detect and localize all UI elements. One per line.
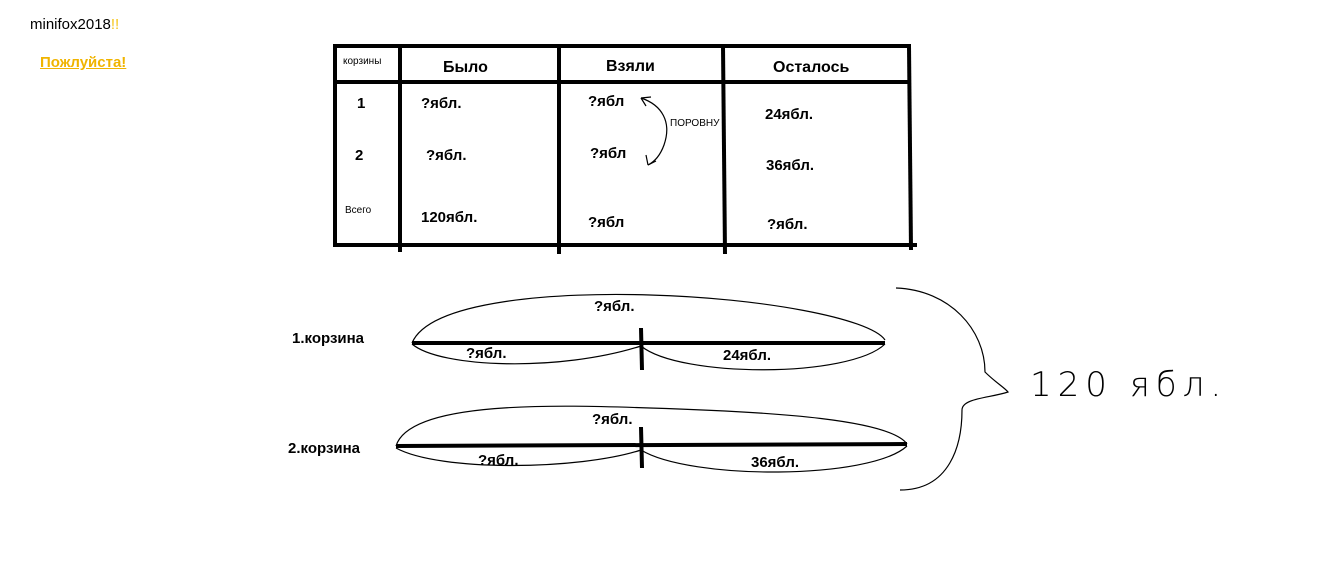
basket2-left-arc <box>640 445 908 473</box>
row1-left: 24ябл. <box>765 106 813 123</box>
row2-left: 36ябл. <box>766 157 814 174</box>
data-table-grid <box>333 44 917 255</box>
header-was: Было <box>443 59 488 76</box>
basket1-total: ?ябл. <box>594 298 635 315</box>
basket2-diagram <box>395 405 908 473</box>
basket1-label: 1.корзина <box>292 330 365 347</box>
equal-note: ПОРОВНУ <box>670 118 720 129</box>
basket2-divider <box>639 426 644 469</box>
please-link[interactable]: Пожлуйста! <box>40 54 127 71</box>
table-col-divider-3 <box>721 45 727 255</box>
row2-taken: ?ябл <box>590 145 626 162</box>
basket2-segment <box>395 442 908 448</box>
basket1-total-arc <box>411 293 886 344</box>
basket2-taken-arc <box>395 447 642 467</box>
basket1-diagram <box>411 293 886 371</box>
row3-was: 120ябл. <box>421 209 477 226</box>
basket1-left-arc <box>640 343 886 371</box>
row3-left: ?ябл. <box>767 216 808 233</box>
basket2-label: 2.корзина <box>288 440 361 457</box>
equal-arrow-head-top <box>640 96 652 107</box>
basket1-taken: ?ябл. <box>466 345 507 362</box>
basket2-total: ?ябл. <box>592 411 633 428</box>
row1-label: 1 <box>357 95 365 112</box>
row2-was: ?ябл. <box>426 147 467 164</box>
author-exclamation: !! <box>110 16 120 33</box>
row3-taken: ?ябл <box>588 214 624 231</box>
basket1-divider <box>639 327 644 371</box>
table-right-border <box>907 45 913 251</box>
row3-label: Всего <box>345 205 372 216</box>
row1-was: ?ябл. <box>421 95 462 112</box>
equal-arrow-head-bottom <box>645 154 657 166</box>
header-left: Осталось <box>773 59 849 76</box>
equal-arrow-curve <box>640 97 668 166</box>
header-taken: Взяли <box>606 58 655 75</box>
row1-taken: ?ябл <box>588 93 624 110</box>
basket1-taken-arc <box>411 343 642 365</box>
basket2-total-arc <box>395 405 908 447</box>
header-baskets: корзины <box>343 56 381 67</box>
basket2-taken: ?ябл. <box>478 452 519 469</box>
author-name: minifox2018!! <box>30 16 119 33</box>
sum-brace <box>895 287 1009 491</box>
basket1-left: 24ябл. <box>723 347 771 364</box>
author-username: minifox2018 <box>30 16 111 33</box>
row2-label: 2 <box>355 147 363 164</box>
equal-arrow <box>640 96 668 166</box>
basket2-left: 36ябл. <box>751 454 799 471</box>
sum-total: 120 ябл. <box>1030 365 1227 405</box>
